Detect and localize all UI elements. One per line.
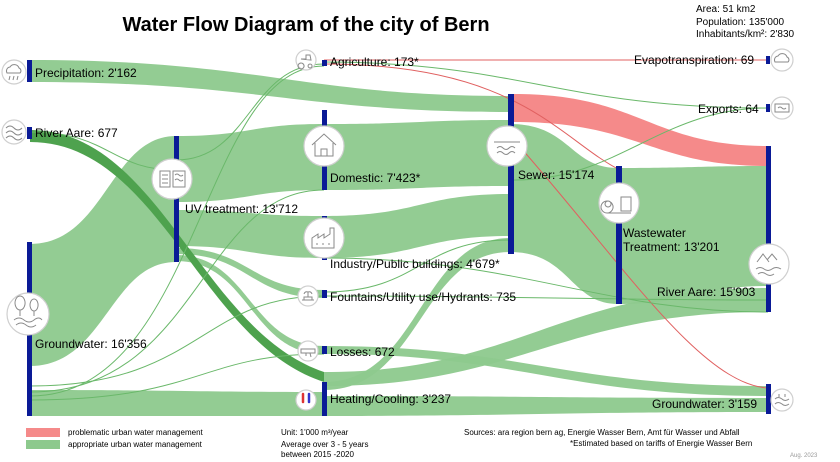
bar-sewer bbox=[508, 94, 514, 254]
label-domestic: Domestic: 7'423* bbox=[330, 171, 421, 185]
bar-heating bbox=[322, 382, 327, 416]
label-fountains: Fountains/Utility use/Hydrants: 735 bbox=[330, 290, 517, 304]
pipeline-icon bbox=[770, 96, 794, 120]
unit-line1: Unit: 1'000 m³/year bbox=[281, 428, 349, 437]
label-groundwater-in: Groundwater: 16'356 bbox=[35, 337, 147, 351]
cloud-icon bbox=[770, 48, 794, 72]
bar-fountains bbox=[322, 290, 327, 298]
label-precipitation: Precipitation: 2'162 bbox=[35, 66, 137, 80]
rain-cloud-icon bbox=[1, 59, 27, 85]
flow-heating-sewer bbox=[324, 238, 510, 390]
flow-domestic-sewer bbox=[324, 120, 510, 190]
flow-groundwater-heating bbox=[30, 390, 324, 416]
river-icon bbox=[1, 119, 27, 145]
pipe-leak-icon bbox=[297, 340, 319, 362]
stat-area: Area: 51 km2 bbox=[696, 4, 756, 15]
bar-wastewater bbox=[616, 166, 622, 304]
flow-sewer-exports bbox=[513, 107, 769, 181]
bar-exports bbox=[766, 104, 770, 112]
flow-groundwater-agriculture bbox=[29, 65, 325, 397]
flow-uv-domestic bbox=[176, 124, 324, 202]
flow-uv-losses bbox=[176, 255, 324, 354]
label-exports: Exports: 64 bbox=[698, 102, 759, 116]
sources-line2: *Estimated based on tariffs of Energie W… bbox=[570, 439, 753, 448]
label-wastewater: Wastewater Treatment: 13'201 bbox=[623, 226, 720, 254]
bar-precipitation bbox=[27, 60, 32, 82]
stat-density: Inhabitants/km²: 2'830 bbox=[696, 29, 795, 40]
flow-wastewater-river bbox=[618, 166, 768, 304]
flow-groundwater-fountains bbox=[29, 295, 325, 387]
treatment-plant-icon bbox=[598, 182, 640, 224]
flow-uv-industry bbox=[176, 210, 324, 258]
river-landscape-icon bbox=[748, 243, 790, 285]
label-agriculture: Agriculture: 173* bbox=[330, 55, 419, 69]
legend-swatch-problematic bbox=[26, 428, 60, 437]
tractor-icon bbox=[295, 49, 317, 71]
flow-industry-sewer bbox=[324, 194, 510, 258]
factory-icon bbox=[303, 217, 345, 259]
sewer-icon bbox=[486, 125, 528, 167]
flow-fountains-sewer bbox=[323, 239, 511, 293]
bar-evap bbox=[766, 56, 770, 64]
bar-agriculture bbox=[322, 60, 327, 66]
label-industry: Industry/Public buildings: 4'679* bbox=[330, 257, 500, 271]
label-evapotranspiration: Evapotranspiration: 69 bbox=[634, 53, 755, 67]
diagram-title: Water Flow Diagram of the city of Bern bbox=[122, 14, 490, 36]
label-wastewater-line1: Wastewater bbox=[623, 226, 686, 240]
legend-appropriate: appropriate urban water management bbox=[68, 440, 202, 449]
label-losses: Losses: 672 bbox=[330, 345, 395, 359]
flow-sewer-wastewater bbox=[510, 124, 618, 304]
flow-heating-river bbox=[324, 288, 768, 386]
flow-sewer-groundwater-red bbox=[513, 139, 769, 389]
city-stats: Area: 51 km2 Population: 135'000 Inhabit… bbox=[696, 4, 794, 42]
house-icon bbox=[303, 125, 345, 167]
unit-line2: Average over 3 - 5 years bbox=[281, 440, 369, 449]
fountain-icon bbox=[297, 285, 319, 307]
unit-note: Unit: 1'000 m³/year Average over 3 - 5 y… bbox=[281, 428, 368, 460]
groundwater-icon bbox=[770, 388, 794, 412]
flow-uv-fountains bbox=[176, 248, 324, 298]
flow-groundwater-bypass bbox=[324, 396, 768, 416]
bar-river-aare-out bbox=[766, 146, 771, 312]
date-stamp: Aug. 2023 bbox=[790, 453, 818, 459]
unit-line3: between 2015 -2020 bbox=[281, 450, 354, 459]
flow-sewer-outflow-problematic bbox=[514, 94, 768, 166]
thermometer-icon bbox=[295, 389, 317, 411]
label-wastewater-line2: Treatment: 13'201 bbox=[623, 240, 720, 254]
bar-river-aare-in bbox=[27, 127, 32, 139]
flow-groundwater-losses bbox=[29, 353, 325, 401]
bar-groundwater-out bbox=[766, 384, 771, 414]
sources-line1: Sources: ara region bern ag, Energie Was… bbox=[464, 428, 740, 437]
label-groundwater-out: Groundwater: 3'159 bbox=[652, 397, 758, 411]
label-river-aare-in: River Aare: 677 bbox=[35, 126, 118, 140]
flow-fountains-river bbox=[323, 295, 769, 301]
uv-treatment-icon bbox=[151, 158, 193, 200]
label-river-aare-out: River Aare: 15'903 bbox=[657, 285, 756, 299]
flow-losses-groundwater bbox=[324, 346, 768, 396]
flow-industry-river bbox=[323, 257, 769, 313]
label-heating: Heating/Cooling: 3'237 bbox=[330, 392, 452, 406]
flow-agriculture-sewer-red bbox=[323, 63, 621, 171]
flow-precipitation-sewer bbox=[30, 60, 510, 112]
bar-losses bbox=[322, 346, 327, 354]
label-sewer: Sewer: 15'174 bbox=[518, 168, 595, 182]
flow-agriculture-exports bbox=[323, 61, 769, 109]
flows bbox=[29, 59, 769, 416]
legend-problematic: problematic urban water management bbox=[68, 428, 203, 437]
label-uv-treatment: UV treatment: 13'712 bbox=[185, 202, 299, 216]
trees-groundwater-icon bbox=[6, 292, 50, 336]
legend-swatch-appropriate bbox=[26, 440, 60, 449]
stat-population: Population: 135'000 bbox=[696, 16, 785, 28]
